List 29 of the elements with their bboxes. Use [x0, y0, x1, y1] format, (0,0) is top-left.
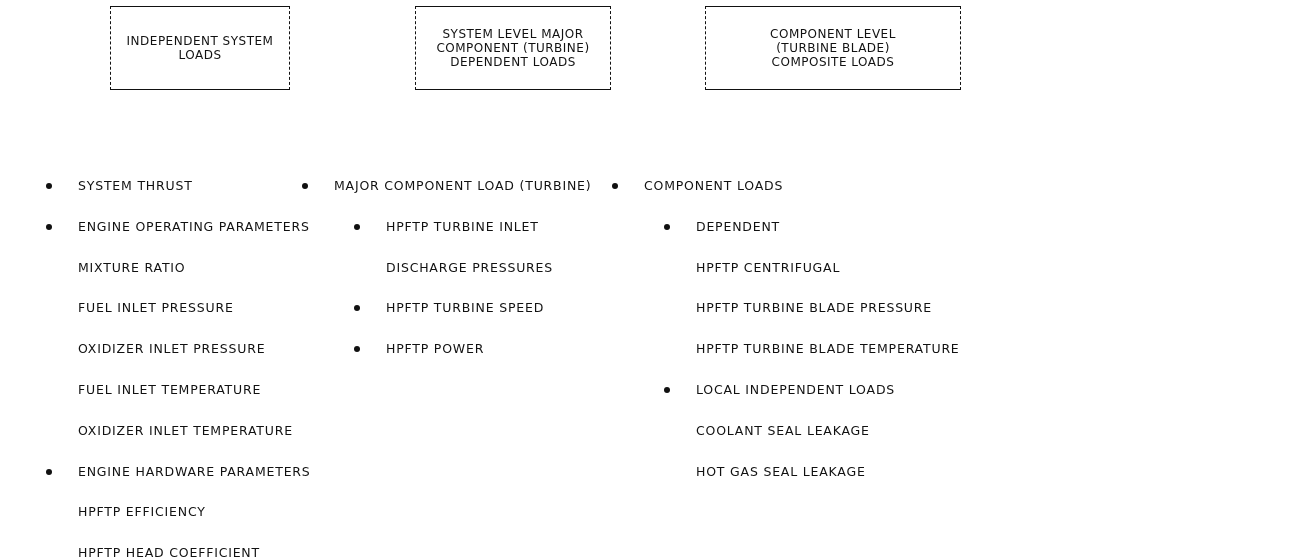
list-item: MAJOR COMPONENT LOAD (TURBINE): [334, 178, 592, 194]
box-heading: COMPONENT LEVEL (TURBINE BLADE) COMPOSITE LOADS: [769, 27, 897, 69]
list-item: HPFTP EFFICIENCY: [78, 504, 206, 521]
list-item: FUEL INLET PRESSURE: [78, 300, 234, 317]
list-item: ENGINE OPERATING PARAMETERS: [78, 218, 310, 235]
list-item: HPFTP TURBINE SPEED: [386, 300, 545, 317]
heading-box: [415, 6, 611, 90]
list-item: MIXTURE RATIO: [78, 259, 186, 276]
list-item: HOT GAS SEAL LEAKAGE: [696, 463, 866, 480]
heading-box: [110, 6, 290, 90]
list-item: LOCAL INDEPENDENT LOADS: [696, 382, 896, 398]
list-item: DISCHARGE PRESSURES: [386, 259, 554, 276]
list-item: COMPONENT LOADS: [644, 178, 784, 194]
list-item: ENGINE HARDWARE PARAMETERS: [78, 463, 311, 480]
list-item: OXIDIZER INLET PRESSURE: [78, 341, 266, 358]
list-item: DEPENDENT: [696, 218, 781, 235]
list-item: HPFTP TURBINE INLET: [386, 218, 539, 235]
list-item: COOLANT SEAL LEAKAGE: [696, 422, 870, 439]
list-item: SYSTEM THRUST: [78, 178, 193, 194]
box-heading: SYSTEM LEVEL MAJOR COMPONENT (TURBINE) DEPENDENT LOADS: [435, 27, 591, 69]
list-item: HPFTP HEAD COEFFICIENT: [78, 545, 260, 560]
list-item: OXIDIZER INLET TEMPERATURE: [78, 422, 293, 439]
list-item: HPFTP CENTRIFUGAL: [696, 259, 841, 276]
heading-box: [705, 6, 961, 90]
list-item: HPFTP POWER: [386, 341, 485, 358]
box-heading: INDEPENDENT SYSTEM LOADS: [125, 34, 275, 62]
list-item: HPFTP TURBINE BLADE TEMPERATURE: [696, 341, 960, 358]
list-item: FUEL INLET TEMPERATURE: [78, 382, 262, 398]
list-item: HPFTP TURBINE BLADE PRESSURE: [696, 300, 932, 317]
